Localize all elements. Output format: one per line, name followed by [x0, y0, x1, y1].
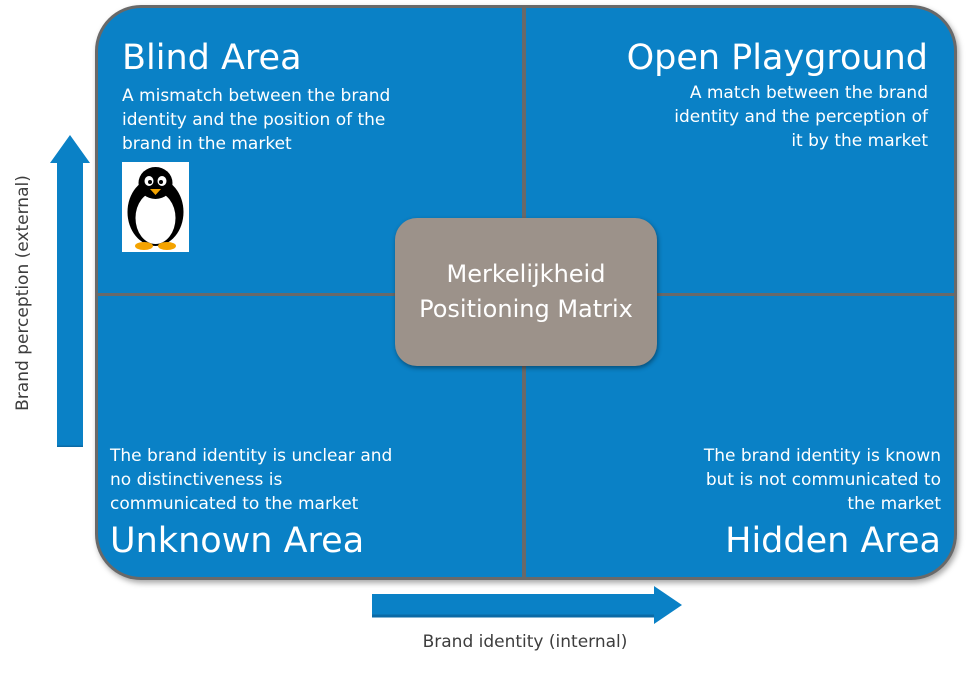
quadrant-title: Blind Area	[122, 38, 302, 78]
quadrant-title: Open Playground	[626, 38, 928, 78]
quadrant-description: The brand identity is known but is not c…	[703, 446, 941, 514]
quadrant-description: A mismatch between the brand identity an…	[122, 86, 391, 154]
quadrant-title: Hidden Area	[725, 521, 941, 561]
quadrant-title: Unknown Area	[110, 521, 365, 561]
quadrant-description: The brand identity is unclear and no dis…	[110, 446, 393, 514]
quadrant-hidden-area: The brand identity is known but is not c…	[526, 296, 954, 577]
vertical-axis-label: Brand perception (external)	[13, 175, 33, 411]
horizontal-axis-arrow	[372, 586, 682, 624]
positioning-matrix: Blind Area A mismatch between the brand …	[95, 5, 957, 580]
vertical-axis-arrow	[50, 135, 90, 447]
matrix-center-label: Merkelijkheid Positioning Matrix	[395, 218, 657, 366]
horizontal-axis-label: Brand identity (internal)	[422, 632, 628, 652]
penguin-icon	[122, 162, 189, 252]
quadrant-description: A match between the brand identity and t…	[674, 83, 928, 151]
center-label-text: Merkelijkheid Positioning Matrix	[419, 260, 633, 323]
quadrant-blind-area: Blind Area A mismatch between the brand …	[98, 8, 522, 293]
